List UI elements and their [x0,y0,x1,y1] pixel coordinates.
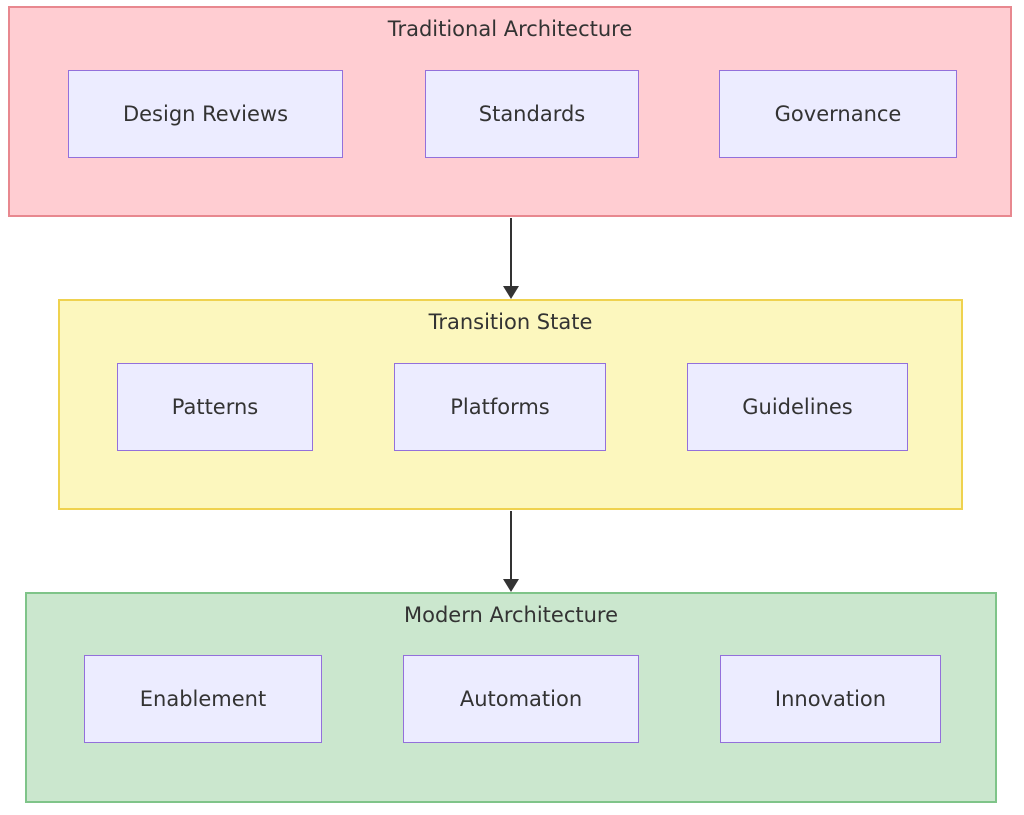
arrowhead-down-icon [503,286,519,299]
arrow-line [510,511,512,580]
node-automation: Automation [403,655,639,743]
node-standards: Standards [425,70,639,158]
node-label-platforms: Platforms [450,395,550,419]
node-enablement: Enablement [84,655,322,743]
node-label-governance: Governance [774,102,902,126]
arrow-line [510,218,512,288]
arrowhead-down-icon [503,579,519,592]
node-label-automation: Automation [459,687,583,711]
node-label-patterns: Patterns [171,395,259,419]
node-patterns: Patterns [117,363,313,451]
cluster-title-traditional-architecture: Traditional Architecture [387,17,633,41]
cluster-transition-state: Transition State Patterns Platforms Guid… [58,299,963,510]
cluster-modern-architecture: Modern Architecture Enablement Automatio… [25,592,997,803]
node-label-innovation: Innovation [774,687,887,711]
cluster-title-modern-architecture: Modern Architecture [403,603,619,627]
cluster-title-transition-state: Transition State [428,310,593,334]
node-platforms: Platforms [394,363,606,451]
node-label-standards: Standards [478,102,586,126]
node-innovation: Innovation [720,655,941,743]
node-design-reviews: Design Reviews [68,70,343,158]
node-label-enablement: Enablement [139,687,267,711]
node-governance: Governance [719,70,957,158]
node-guidelines: Guidelines [687,363,908,451]
node-label-design-reviews: Design Reviews [122,102,289,126]
node-label-guidelines: Guidelines [742,395,853,419]
cluster-traditional-architecture: Traditional Architecture Design Reviews … [8,6,1012,217]
